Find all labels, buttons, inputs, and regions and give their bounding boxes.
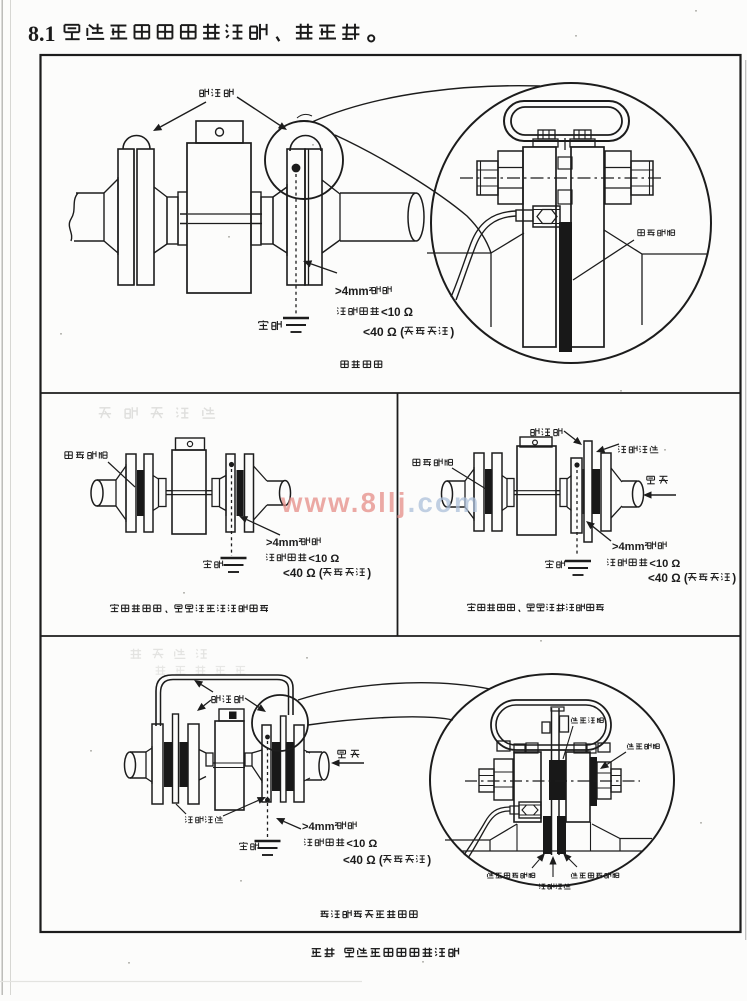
svg-text:<40 Ω (: <40 Ω ( — [363, 325, 405, 339]
svg-text:8.1: 8.1 — [28, 21, 56, 46]
svg-text:): ) — [427, 854, 431, 867]
svg-text:): ) — [367, 567, 371, 580]
svg-text:<40 Ω (: <40 Ω ( — [343, 854, 383, 867]
svg-text:): ) — [450, 325, 454, 339]
svg-text:<10 Ω: <10 Ω — [346, 838, 377, 850]
svg-text:<10 Ω: <10 Ω — [649, 558, 680, 570]
svg-text:<10 Ω: <10 Ω — [308, 553, 339, 565]
svg-text:<10 Ω: <10 Ω — [381, 307, 413, 319]
svg-text:>4mm²: >4mm² — [266, 537, 302, 549]
svg-text:<40 Ω (: <40 Ω ( — [283, 567, 323, 580]
svg-text:www.8llj.com: www.8llj.com — [280, 487, 481, 518]
svg-text:>4mm²: >4mm² — [302, 821, 338, 833]
svg-text:>4mm²: >4mm² — [612, 541, 648, 553]
svg-text:<40 Ω (: <40 Ω ( — [648, 572, 688, 585]
svg-text:): ) — [732, 572, 736, 585]
svg-text:>4mm²: >4mm² — [335, 286, 373, 298]
